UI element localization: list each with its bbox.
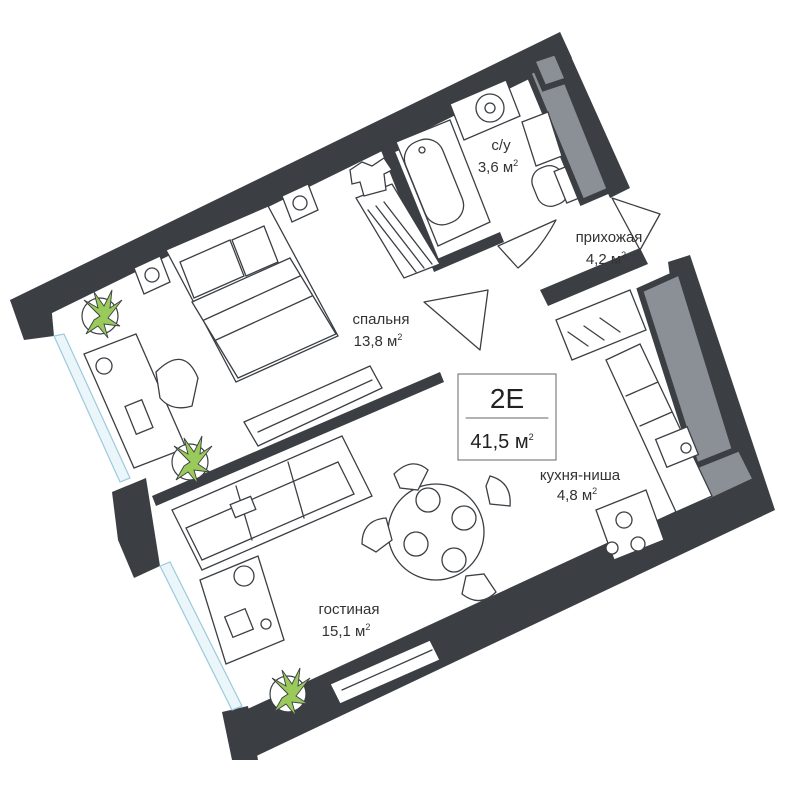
service-panels [524, 48, 761, 513]
apartment-code: 2E [490, 383, 524, 414]
apartment-badge: 2E 41,5 м2 [457, 373, 557, 461]
room-name: прихожая [576, 229, 643, 246]
room-label-bedroom: спальня 13,8 м2 [353, 311, 410, 350]
room-area: 4,8 м2 [557, 486, 597, 504]
hall-wardrobe [555, 289, 647, 361]
room-name: гостиная [319, 601, 380, 618]
room-area: 4,2 м2 [586, 250, 626, 268]
bathroom-cabinet [521, 111, 563, 167]
dining-table [387, 483, 485, 581]
room-area: 15,1 м2 [322, 622, 371, 640]
nightstand-right [281, 183, 319, 223]
bed [165, 205, 339, 383]
room-area: 3,6 м2 [478, 158, 518, 176]
room-name: кухня-ниша [540, 467, 621, 484]
bathtub [395, 119, 491, 247]
desk-chair [155, 358, 199, 409]
room-label-living: гостиная 15,1 м2 [319, 601, 380, 640]
sink [449, 79, 521, 141]
room-name: спальня [353, 311, 410, 328]
tv-stand-bedroom [243, 365, 383, 447]
room-area: 13,8 м2 [354, 332, 403, 350]
room-label-kitchen: кухня-ниша 4,8 м2 [540, 467, 621, 504]
stove [595, 489, 665, 561]
plant-icon [171, 435, 213, 485]
plant-icon [269, 667, 311, 717]
plant-icon [81, 289, 123, 339]
windows [53, 333, 243, 711]
doors [423, 197, 661, 351]
dining-chairs [361, 463, 511, 602]
tshirt-icon [349, 157, 393, 197]
kitchen-counter [605, 343, 713, 513]
room-name: с/у [491, 137, 511, 154]
toilet [531, 165, 579, 207]
interior-partitions [152, 126, 712, 524]
apartment-total-area: 41,5 м2 [470, 431, 533, 453]
nightstand-left [133, 255, 171, 295]
room-label-bathroom: с/у 3,6 м2 [478, 137, 518, 176]
coffee-table [199, 555, 285, 665]
room-label-hallway: прихожая 4,2 м2 [576, 229, 643, 268]
tv-stand-living [329, 639, 441, 705]
sofa [171, 435, 373, 571]
